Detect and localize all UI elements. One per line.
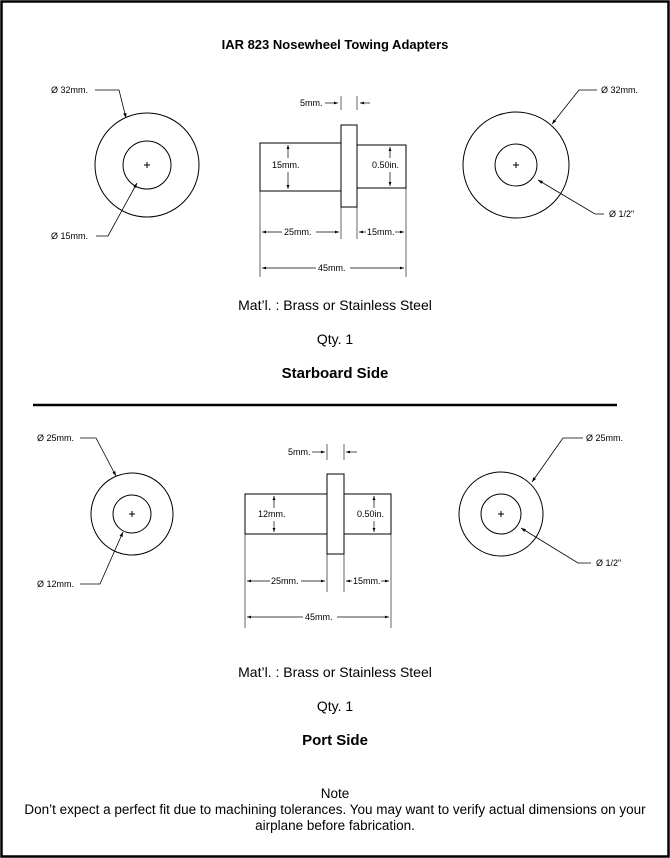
port-left-end-view: Ø 25mm. Ø 12mm. bbox=[37, 433, 174, 589]
fabrication-note: Note Don’t expect a perfect fit due to m… bbox=[0, 786, 670, 834]
port-total-length: 45mm. bbox=[305, 612, 333, 622]
starboard-inner-right-dia: Ø 1/2" bbox=[609, 209, 634, 219]
port-right-length: 15mm. bbox=[353, 576, 381, 586]
starboard-inner-left-dia: Ø 15mm. bbox=[51, 231, 88, 241]
port-material: Mat’l. : Brass or Stainless Steel bbox=[238, 664, 432, 680]
port-flange-width: 5mm. bbox=[288, 447, 311, 457]
port-outer-left-dia: Ø 25mm. bbox=[37, 433, 74, 443]
port-left-length: 25mm. bbox=[271, 576, 299, 586]
port-side-label: Port Side bbox=[302, 732, 368, 749]
starboard-total-length: 45mm. bbox=[318, 263, 346, 273]
starboard-material: Mat’l. : Brass or Stainless Steel bbox=[238, 297, 432, 313]
note-line-2: airplane before fabrication. bbox=[255, 818, 415, 833]
drawing-title: IAR 823 Nosewheel Towing Adapters bbox=[221, 37, 449, 52]
starboard-right-shaft-dia: 0.50in. bbox=[372, 160, 399, 170]
port-quantity: Qty. 1 bbox=[316, 698, 354, 714]
starboard-outer-right-dia: Ø 32mm. bbox=[601, 85, 638, 95]
starboard-right-end-view: Ø 32mm. Ø 1/2" bbox=[462, 85, 638, 219]
port-outer-right-dia: Ø 25mm. bbox=[586, 433, 623, 443]
starboard-quantity: Qty. 1 bbox=[316, 331, 354, 347]
starboard-left-end-view: Ø 32mm. Ø 15mm. bbox=[51, 85, 200, 241]
starboard-side-label: Starboard Side bbox=[281, 365, 389, 382]
port-left-shaft-dia: 12mm. bbox=[258, 509, 286, 519]
starboard-left-shaft-dia: 15mm. bbox=[272, 160, 300, 170]
starboard-right-length: 15mm. bbox=[367, 227, 395, 237]
note-heading: Note bbox=[320, 786, 350, 801]
starboard-side-view: 5mm. 15mm. 0.50in. 25mm. 15mm. 45mm. bbox=[259, 96, 407, 277]
port-right-shaft-dia: 0.50in. bbox=[357, 509, 384, 519]
port-right-end-view: Ø 25mm. Ø 1/2" bbox=[458, 433, 623, 568]
starboard-outer-left-dia: Ø 32mm. bbox=[51, 85, 88, 95]
starboard-left-length: 25mm. bbox=[284, 227, 312, 237]
port-side-view: 5mm. 12mm. 0.50in. 25mm. 15mm. 45mm. bbox=[244, 444, 392, 628]
port-inner-right-dia: Ø 1/2" bbox=[596, 558, 621, 568]
port-inner-left-dia: Ø 12mm. bbox=[37, 579, 74, 589]
starboard-flange-width: 5mm. bbox=[300, 98, 323, 108]
note-line-1: Don’t expect a perfect fit due to machin… bbox=[24, 802, 646, 817]
